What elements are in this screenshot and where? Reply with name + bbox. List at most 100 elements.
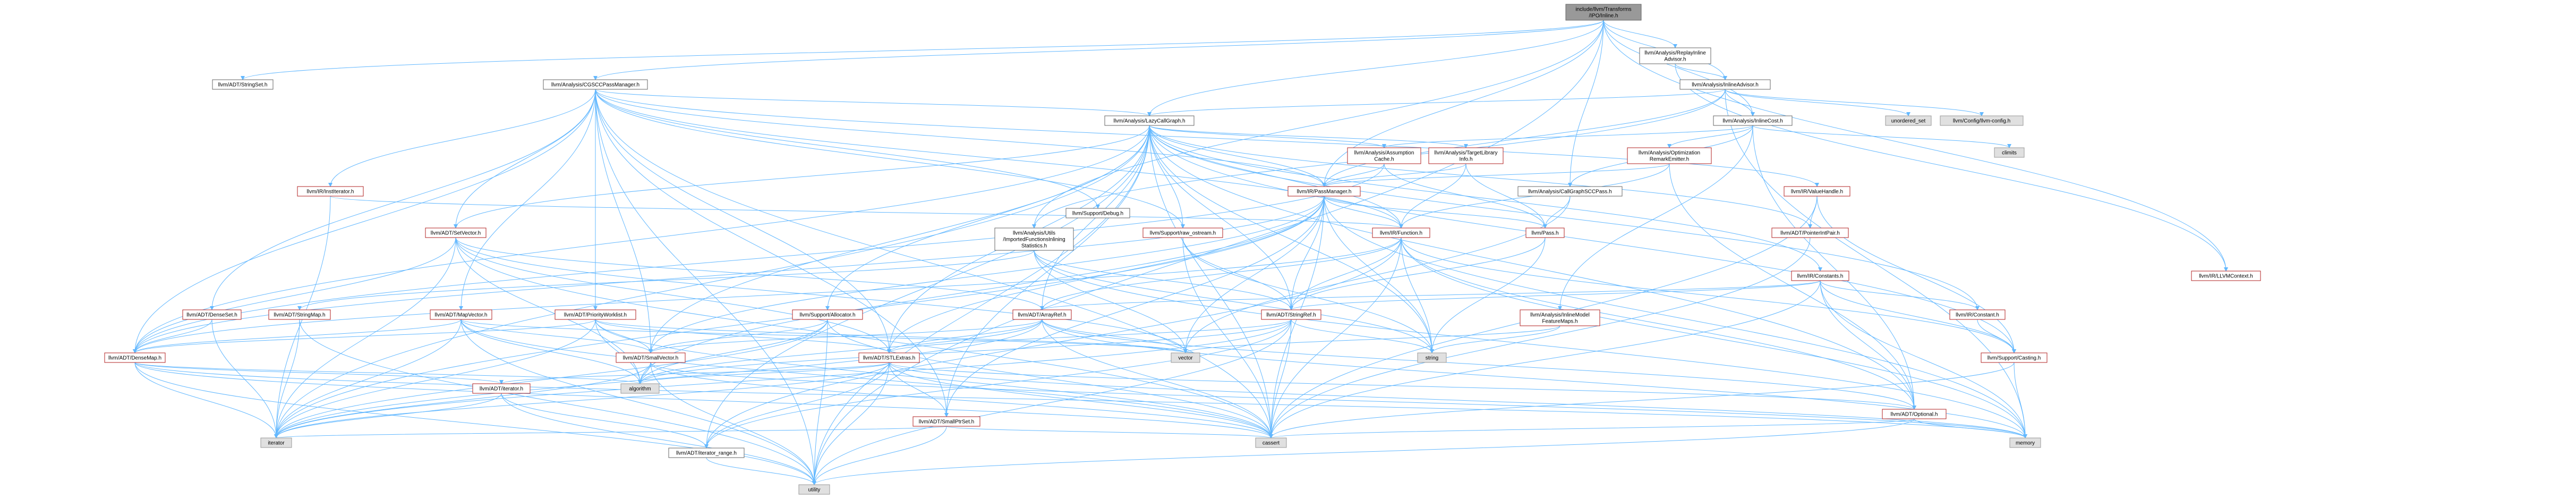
node-label: llvm/Analysis/Utils — [1013, 231, 1055, 237]
node-inlineadvisor[interactable]: llvm/Analysis/InlineAdvisor.h — [1679, 79, 1771, 90]
edge-smallptrset-to-cassert — [946, 426, 1273, 438]
node-lazycg[interactable]: llvm/Analysis/LazyCallGraph.h — [1104, 115, 1195, 126]
node-label: llvm/IR/PassManager.h — [1297, 189, 1352, 195]
node-institerator[interactable]: llvm/IR/InstIterator.h — [297, 186, 364, 197]
edge-cgsccpass-to-pass — [1543, 196, 1571, 229]
node-box — [1771, 227, 1849, 238]
edge-cgscc-to-smallvector — [595, 89, 653, 353]
edge-adtiterator-to-utility — [501, 393, 816, 485]
node-string[interactable]: string — [1417, 352, 1447, 363]
edge-lazycg-to-stringref — [1149, 125, 1293, 310]
node-stringset[interactable]: llvm/ADT/StringSet.h — [212, 79, 274, 90]
edge-arrayref-to-vector — [1042, 319, 1188, 353]
node-densemap[interactable]: llvm/ADT/DenseMap.h — [104, 352, 166, 363]
node-stringmap[interactable]: llvm/ADT/StringMap.h — [268, 309, 331, 320]
edge-cgscc-to-rawostream — [595, 89, 1185, 229]
node-rawostream[interactable]: llvm/Support/raw_ostream.h — [1142, 227, 1223, 238]
node-stringref[interactable]: llvm/ADT/StringRef.h — [1261, 309, 1321, 320]
node-box — [297, 186, 364, 197]
node-pass[interactable]: llvm/Pass.h — [1525, 227, 1565, 238]
node-box — [260, 437, 292, 448]
node-label: llvm/ADT/MapVector.h — [435, 313, 488, 318]
edge-densemap-to-adtiterator — [134, 362, 504, 384]
edge-allocator-to-utility — [812, 319, 828, 485]
node-cgscc[interactable]: llvm/Analysis/CGSCCPassManager.h — [543, 79, 648, 90]
edge-setvector-to-arrayref — [455, 237, 1044, 310]
edge-importedfn-to-string — [1034, 250, 1434, 353]
edge-lazycg-to-constants — [1149, 125, 1822, 272]
node-label: llvm/Analysis/CGSCCPassManager.h — [551, 82, 639, 88]
node-cassert[interactable]: cassert — [1255, 437, 1287, 448]
edge-adtiterator-to-iterrange — [501, 393, 709, 449]
node-function[interactable]: llvm/IR/Function.h — [1372, 227, 1430, 238]
edge-ptrpair-to-cassert — [1269, 237, 1811, 438]
node-arrayref[interactable]: llvm/ADT/ArrayRef.h — [1012, 309, 1072, 320]
node-label: llvm/ADT/PointerIntPair.h — [1780, 231, 1840, 237]
node-label: llvm/ADT/PriorityWorklist.h — [564, 313, 627, 318]
edge-replayadv-to-inlineadvisor — [1675, 63, 1727, 80]
node-passmanager[interactable]: llvm/IR/PassManager.h — [1287, 186, 1361, 197]
node-mapvector[interactable]: llvm/ADT/MapVector.h — [430, 309, 492, 320]
node-prioworklist[interactable]: llvm/ADT/PriorityWorklist.h — [555, 309, 636, 320]
edge-cgsccpass-to-vector — [1183, 196, 1571, 353]
edge-smallvector-to-cassert — [650, 362, 1273, 438]
node-denseset[interactable]: llvm/ADT/DenseSet.h — [182, 309, 242, 320]
node-unordered_set[interactable]: unordered_set — [1885, 115, 1932, 126]
node-memory[interactable]: memory — [2009, 437, 2041, 448]
edge-mapvector-to-cassert — [460, 319, 1273, 438]
node-root[interactable]: include/llvm/Transforms/IPO/Inline.h — [1565, 4, 1642, 21]
node-constant[interactable]: llvm/IR/Constant.h — [1949, 309, 2006, 320]
edge-cgscc-to-cassert — [595, 89, 1273, 438]
node-debug[interactable]: llvm/Support/Debug.h — [1065, 208, 1130, 218]
edge-inlinecost-to-mlmodel — [1558, 125, 1753, 310]
edge-setvector-to-cassert — [455, 237, 1273, 438]
edge-optremark-to-passmanager — [1322, 163, 1670, 187]
node-iterator[interactable]: iterator — [260, 437, 292, 448]
edge-inlineadvisor-to-llvmconfig — [1725, 89, 1984, 116]
node-label: iterator — [268, 441, 285, 446]
edge-lazycg-to-iterator — [274, 125, 1150, 438]
node-valuehandle[interactable]: llvm/IR/ValueHandle.h — [1784, 186, 1850, 197]
node-optremark[interactable]: llvm/Analysis/OptimizationRemarkEmitter.… — [1627, 147, 1712, 164]
edge-denseset-to-densemap — [133, 319, 212, 353]
edge-pass-to-string — [1430, 237, 1546, 353]
edge-arrayref-to-stlextras — [887, 319, 1043, 353]
node-cgsccpass[interactable]: llvm/Analysis/CallGraphSCCPass.h — [1517, 186, 1623, 197]
edge-passmanager-to-function — [1324, 196, 1403, 229]
node-stlextras[interactable]: llvm/ADT/STLExtras.h — [858, 352, 920, 363]
node-iterrange[interactable]: llvm/ADT/iterator_range.h — [668, 448, 745, 458]
node-vector[interactable]: vector — [1171, 352, 1200, 363]
edge-optional-to-utility — [812, 418, 1915, 485]
node-climits[interactable]: climits — [1994, 147, 2025, 158]
edge-institerator-to-function — [330, 196, 1403, 229]
node-llvmcontext[interactable]: llvm/IR/LLVMContext.h — [2191, 271, 2261, 281]
node-smallvector[interactable]: llvm/ADT/SmallVector.h — [616, 352, 686, 363]
node-box — [543, 79, 648, 90]
node-label: string — [1426, 356, 1438, 361]
node-ptrpair[interactable]: llvm/ADT/PointerIntPair.h — [1771, 227, 1849, 238]
node-label: llvm/ADT/SmallPtrSet.h — [919, 419, 974, 425]
node-box — [1520, 309, 1600, 326]
edge-adtiterator-to-iterator — [274, 393, 502, 438]
node-optional[interactable]: llvm/ADT/Optional.h — [1882, 409, 1947, 419]
node-algorithm[interactable]: algorithm — [620, 383, 660, 394]
node-box — [1428, 147, 1504, 164]
node-label: llvm/ADT/iterator_range.h — [676, 451, 737, 457]
node-label: llvm/ADT/iterator.h — [480, 386, 523, 392]
node-constants[interactable]: llvm/IR/Constants.h — [1791, 271, 1849, 281]
node-allocator[interactable]: llvm/Support/Allocator.h — [792, 309, 863, 320]
node-box — [1713, 115, 1793, 126]
node-label: llvm/Support/Casting.h — [1988, 356, 2041, 361]
node-utility[interactable]: utility — [798, 484, 830, 495]
node-importedfn[interactable]: llvm/Analysis/Utils/ImportedFunctionsInl… — [994, 227, 1074, 251]
node-casting[interactable]: llvm/Support/Casting.h — [1981, 352, 2048, 363]
node-inlinecost[interactable]: llvm/Analysis/InlineCost.h — [1713, 115, 1793, 126]
node-llvmconfig[interactable]: llvm/Config/llvm-config.h — [1940, 115, 2024, 126]
node-adtiterator[interactable]: llvm/ADT/iterator.h — [472, 383, 531, 394]
node-smallptrset[interactable]: llvm/ADT/SmallPtrSet.h — [912, 416, 980, 427]
node-setvector[interactable]: llvm/ADT/SetVector.h — [425, 227, 487, 238]
